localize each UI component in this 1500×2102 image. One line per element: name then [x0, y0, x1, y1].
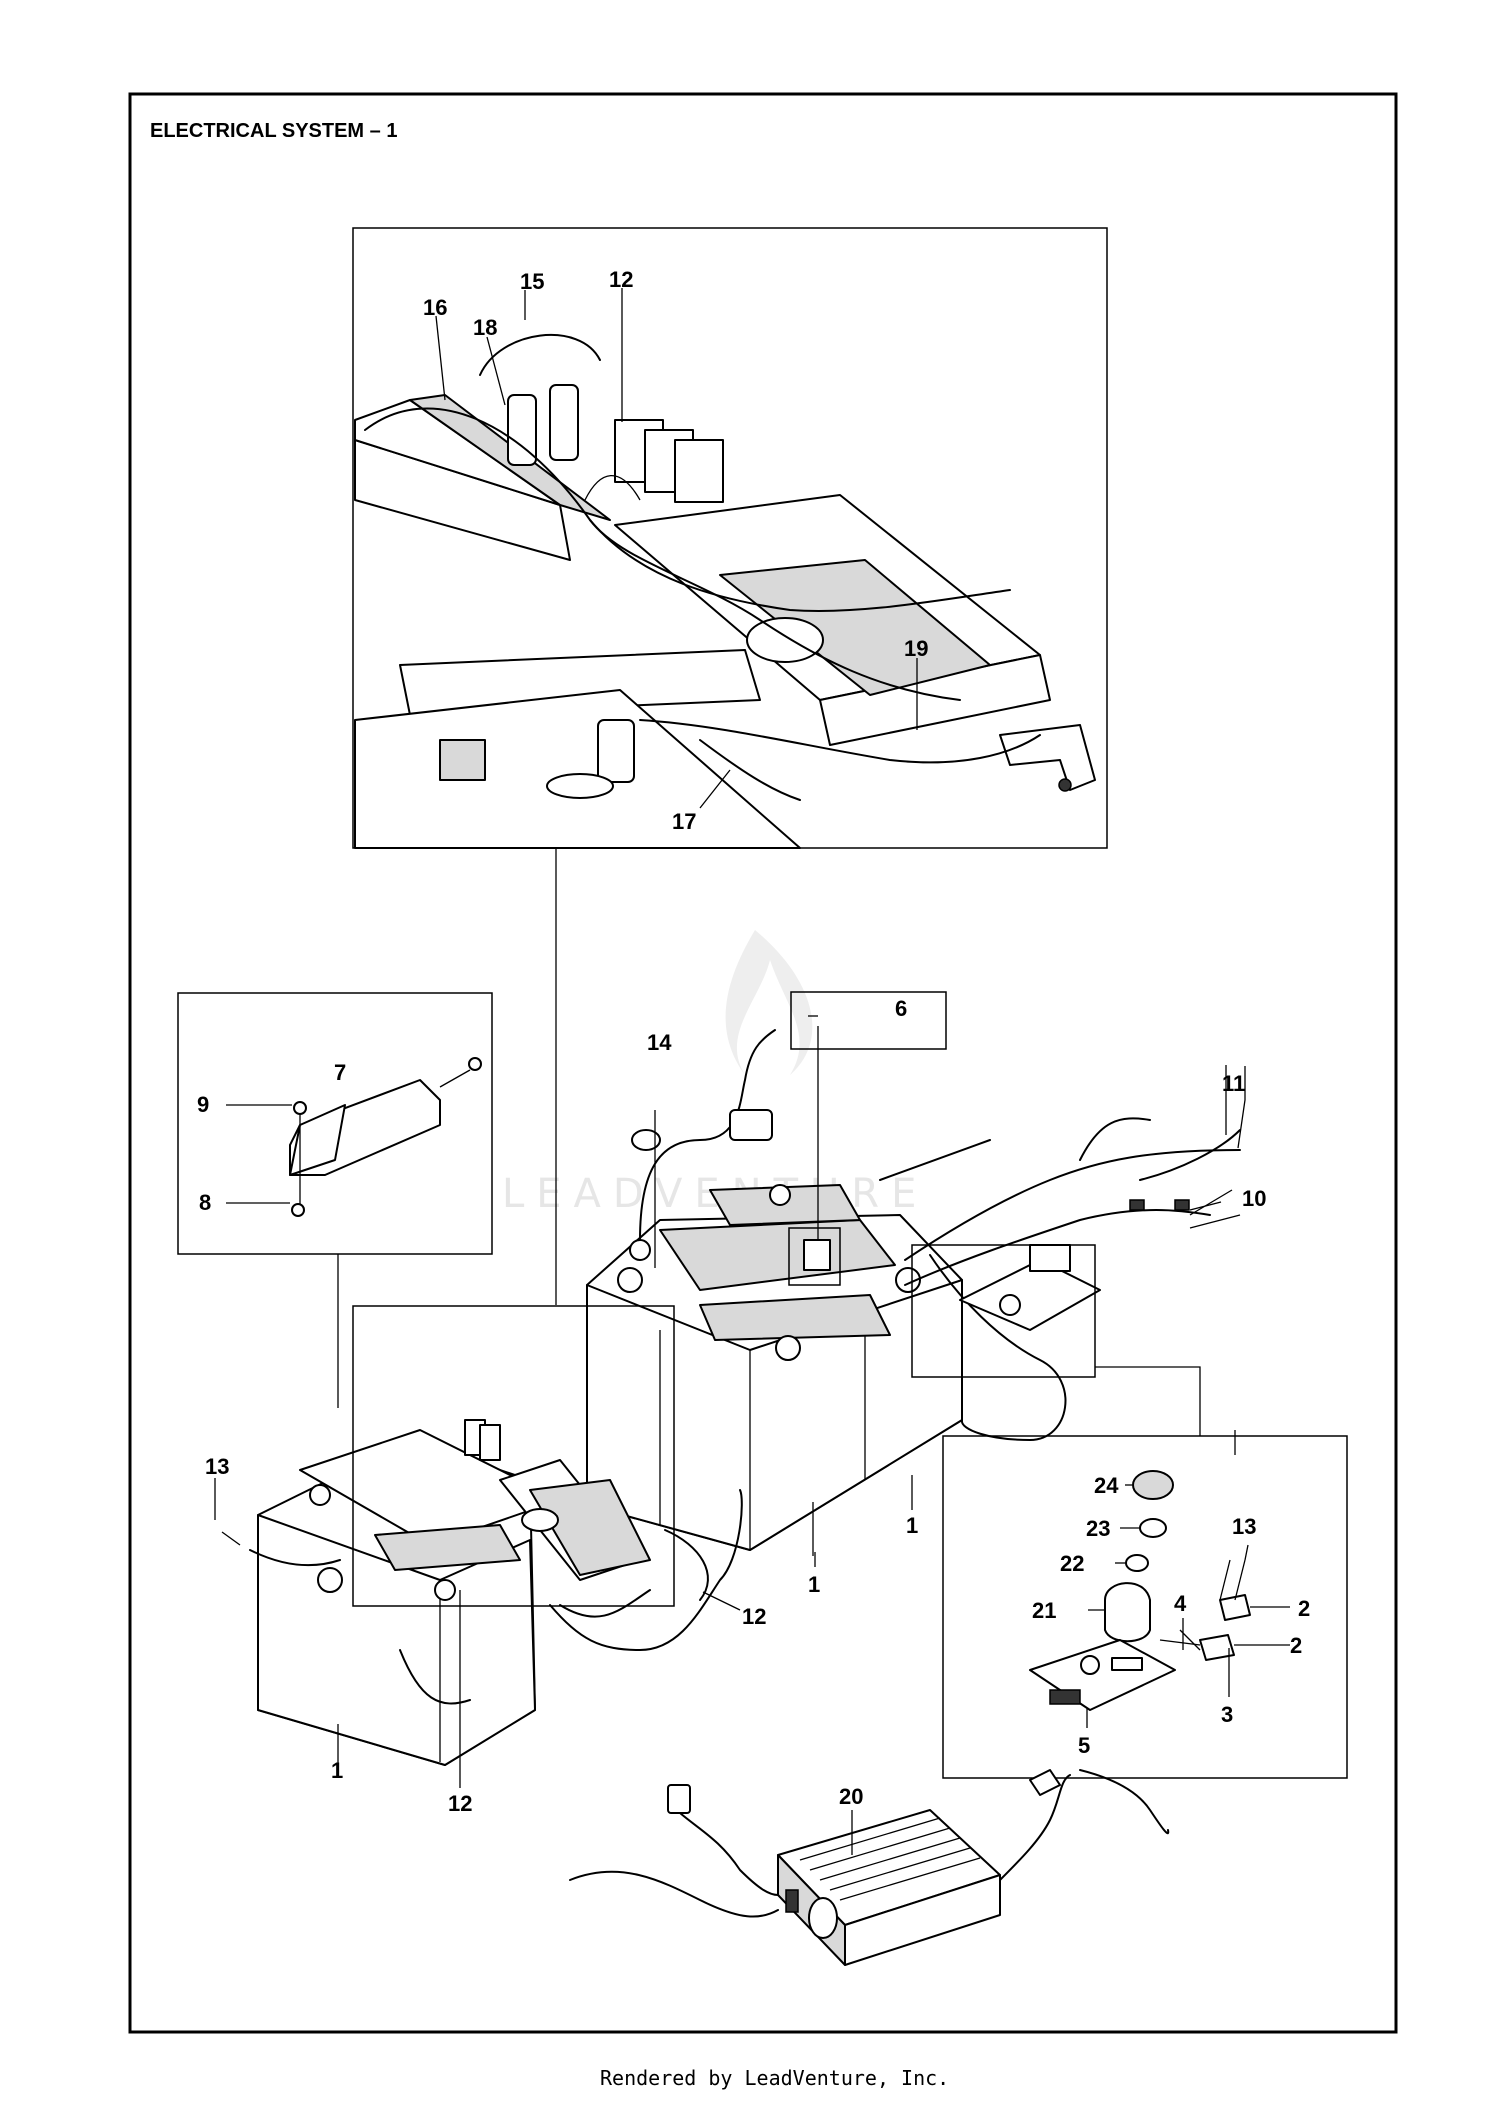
diagram-frame: [128, 92, 1398, 2034]
charger: [569, 1769, 1170, 1966]
callout-3: 3: [1221, 1702, 1233, 1727]
callout-7: 7: [334, 1060, 346, 1085]
callout-11: 11: [1222, 1071, 1245, 1096]
callout-1-right: 1: [906, 1513, 918, 1538]
callout-23: 23: [1086, 1516, 1110, 1541]
battery-group-main: [586, 1026, 1246, 1551]
battery-group-lower: [221, 1419, 743, 1766]
callout-20: 20: [839, 1784, 863, 1809]
callout-12-top: 12: [609, 267, 633, 292]
callout-14: 14: [647, 1030, 672, 1055]
callout-1-middle: 1: [808, 1572, 820, 1597]
callout-13-right: 13: [1232, 1514, 1256, 1539]
callout-22: 22: [1060, 1551, 1084, 1576]
footer-text: Rendered by LeadVenture, Inc.: [600, 2066, 949, 2090]
connector-6-box: [790, 991, 947, 1050]
watermark: LEADVENTURE: [502, 930, 916, 1217]
callout-4: 4: [1174, 1591, 1187, 1616]
leader-socket-box: [1095, 1366, 1201, 1436]
callout-15: 15: [520, 269, 544, 294]
callout-16: 16: [423, 295, 447, 320]
socket-exploded-box: [942, 1435, 1348, 1779]
diagram-title: ELECTRICAL SYSTEM – 1: [150, 120, 397, 142]
callout-2-lower: 2: [1290, 1633, 1302, 1658]
connector-highlight-box: [788, 1227, 841, 1286]
callout-12-bottom: 12: [448, 1791, 472, 1816]
callout-24: 24: [1094, 1473, 1119, 1498]
callout-2-upper: 2: [1298, 1596, 1310, 1621]
callout-5: 5: [1078, 1733, 1090, 1758]
callout-leaders: [214, 288, 1236, 1788]
callout-21: 21: [1032, 1598, 1056, 1623]
callout-13-left: 13: [205, 1454, 229, 1479]
detail-top-box: [352, 227, 1108, 849]
callout-8: 8: [199, 1190, 211, 1215]
callout-18: 18: [473, 315, 497, 340]
callout-19: 19: [904, 636, 928, 661]
callout-10: 10: [1242, 1186, 1266, 1211]
callout-9: 9: [197, 1092, 209, 1117]
lower-highlight-box: [352, 1305, 675, 1607]
callout-17: 17: [672, 809, 696, 834]
callout-1-left: 1: [331, 1758, 343, 1783]
bracket-detail-box: [177, 992, 493, 1255]
callout-12-middle: 12: [742, 1604, 766, 1629]
callout-6: 6: [895, 996, 907, 1021]
socket-highlight-box: [911, 1244, 1096, 1378]
callout-labels: 15 12 16 18 19 17 6 14 7 9 8 11 10 13 24…: [197, 267, 1310, 1816]
